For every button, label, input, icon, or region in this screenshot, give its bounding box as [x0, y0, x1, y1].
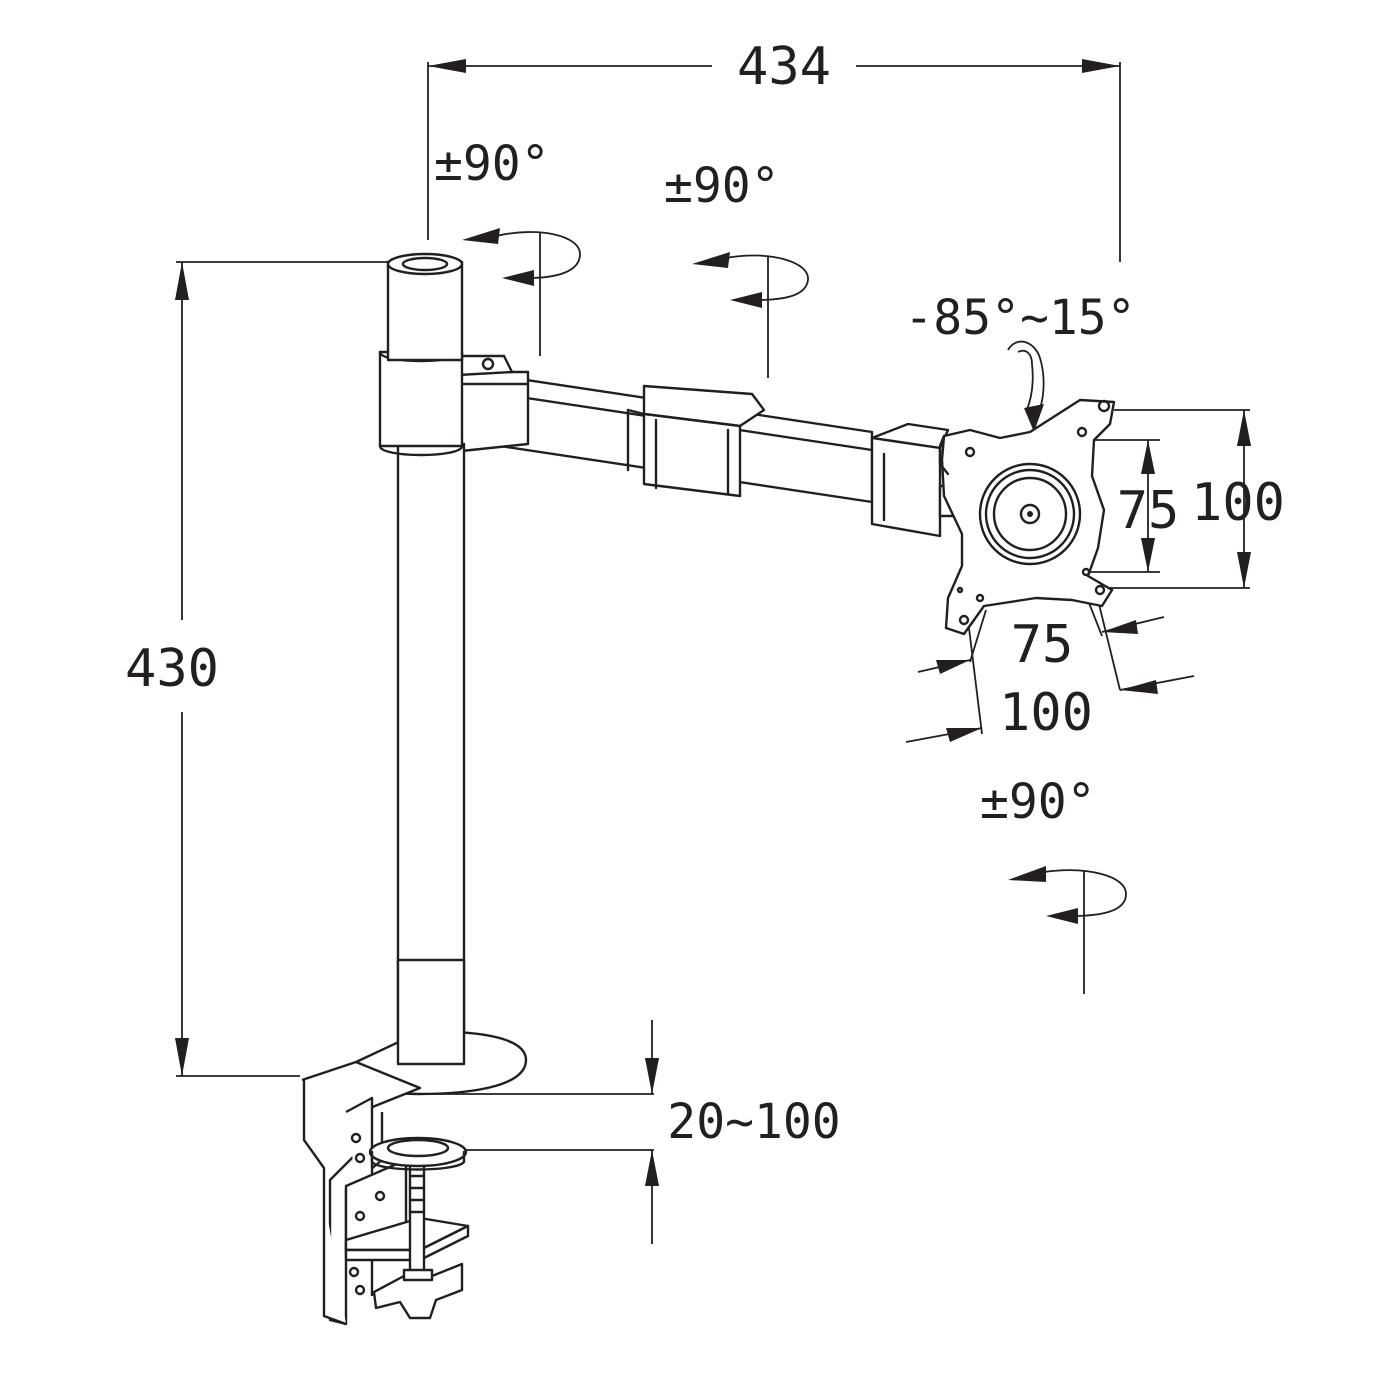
plate-rotation-arrow-icon	[1008, 866, 1127, 994]
vesa-plate	[938, 398, 1116, 636]
arm-reach-label: 434	[737, 37, 831, 97]
desk-clamp	[301, 1060, 470, 1326]
vesa-vertical-dimensions	[1088, 409, 1251, 589]
clamp-range-dimension	[420, 1020, 659, 1244]
tilt-arrow-icon	[1007, 340, 1045, 432]
dimension-labels: 434 430 20~100 75 100 75 100	[125, 37, 1285, 1150]
rotation-labels: ±90° ±90° -85°~15° ±90°	[434, 136, 1136, 830]
vesa-large-vertical-label: 100	[1191, 473, 1285, 533]
vesa-large-horizontal-label: 100	[999, 683, 1093, 743]
tilt-range-label: -85°~15°	[904, 290, 1135, 346]
arm-reach-dimension	[427, 59, 1121, 262]
pole	[378, 252, 466, 1074]
arm-assembly	[438, 354, 960, 538]
vesa-small-vertical-label: 75	[1117, 481, 1180, 541]
pole-height-label: 430	[125, 639, 219, 699]
clamp-range-label: 20~100	[667, 1094, 840, 1150]
vesa-horizontal-dimensions	[905, 579, 1195, 743]
pole-height-dimension	[175, 261, 392, 1077]
pole-swivel-label: ±90°	[434, 136, 550, 192]
vesa-small-horizontal-label: 75	[1011, 615, 1074, 675]
arm-swivel-label: ±90°	[664, 158, 780, 214]
plate-rotation-label: ±90°	[980, 774, 1096, 830]
arm-swivel-arrow-icon	[692, 252, 809, 378]
pole-swivel-arrow-icon	[462, 228, 581, 356]
